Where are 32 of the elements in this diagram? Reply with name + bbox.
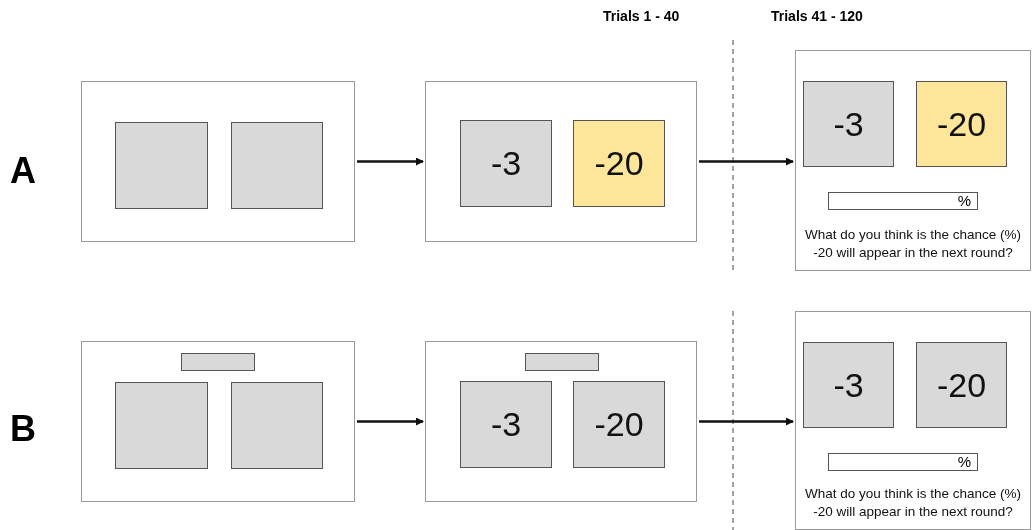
number-card: -3 [803,81,894,167]
blank-card [231,122,323,209]
arrow [699,417,794,426]
screen-panel [81,341,355,502]
trial-range-heading: Trials 41 - 120 [771,8,863,24]
number-card: -20 [573,120,665,207]
number-card: -3 [460,120,552,207]
number-card: -20 [573,381,665,468]
blank-card [231,382,323,469]
question-text: What do you think is the chance (%) -20 will appear in the next round? [803,485,1023,521]
question-text: What do you think is the chance (%) -20 will appear in the next round? [803,226,1023,262]
number-card: -20 [916,342,1007,428]
arrow [357,417,424,426]
panel-letter: B [10,408,36,450]
panel-letter: A [10,150,36,192]
top-bar [181,353,255,371]
arrow [357,157,424,166]
top-bar [525,353,599,371]
number-card: -3 [803,342,894,428]
trial-range-heading: Trials 1 - 40 [603,8,680,24]
number-card: -20 [916,81,1007,167]
screen-panel [425,341,697,502]
arrow [699,157,794,166]
screen-panel [81,81,355,242]
answer-field: % [828,192,978,210]
answer-field: % [828,453,978,471]
screen-panel [425,81,697,242]
blank-card [115,382,208,469]
blank-card [115,122,208,209]
number-card: -3 [460,381,552,468]
screen-panel [795,50,1031,271]
screen-panel [795,311,1031,530]
